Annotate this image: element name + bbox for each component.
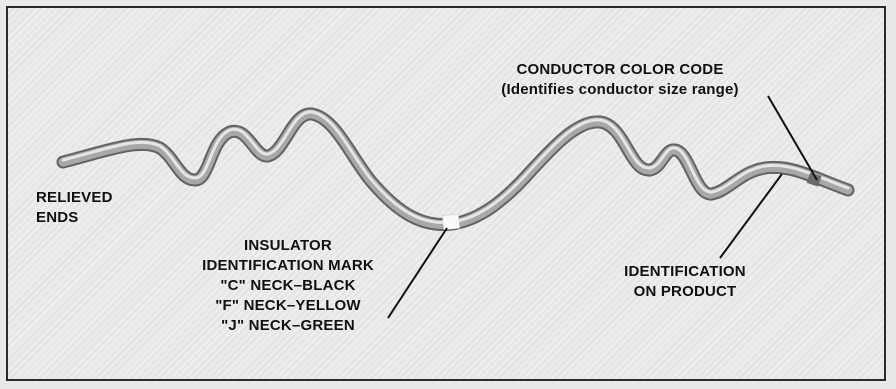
conductor-color-band: [806, 172, 822, 187]
leader-identification: [719, 173, 783, 259]
label-identification-on-product: IDENTIFICATION ON PRODUCT: [624, 263, 746, 300]
diagram-frame: [6, 6, 886, 381]
label-relieved-ends: RELIEVED ENDS: [36, 189, 113, 226]
leader-conductor-color: [767, 95, 818, 181]
label-insulator-identification-mark: INSULATOR IDENTIFICATION MARK "C" NECK–B…: [202, 237, 374, 334]
insulator-mark-band: [442, 213, 460, 231]
label-conductor-color-code: CONDUCTOR COLOR CODE (Identifies conduct…: [501, 61, 739, 98]
leader-insulator-mark: [387, 227, 448, 319]
